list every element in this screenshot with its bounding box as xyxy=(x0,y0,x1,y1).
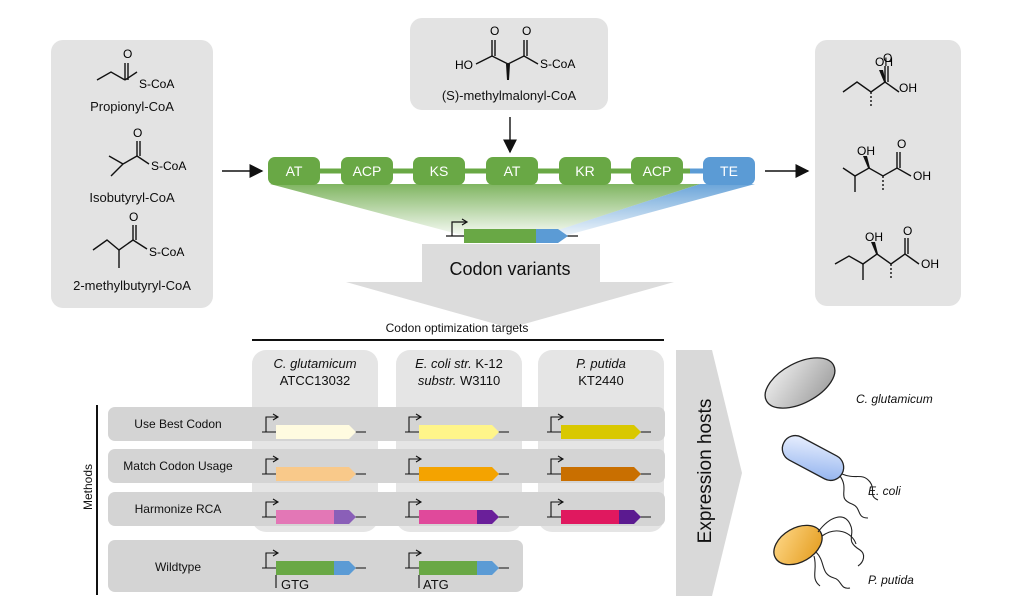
pks-domain-acp: ACP xyxy=(631,157,683,185)
host-label: P. putida xyxy=(868,573,914,587)
promoter-arrowhead xyxy=(557,413,565,421)
svg-text:O: O xyxy=(522,24,531,38)
best-codon-gene-cds xyxy=(276,425,356,439)
harmonize-gene-cds xyxy=(477,510,499,524)
promoter-arrow xyxy=(265,501,277,517)
promoter-arrow xyxy=(550,501,562,517)
method-label: Match Codon Usage xyxy=(123,459,233,473)
pks-domain-ks: KS xyxy=(413,157,465,185)
coa-group: S-CoA xyxy=(139,77,174,91)
product-oh: OH xyxy=(875,55,893,69)
projection-fan xyxy=(270,184,700,236)
pks-domain-te: TE xyxy=(703,157,755,185)
match-codon-gene-cds xyxy=(561,467,641,481)
target-header: P. putida KT2440 xyxy=(576,356,626,388)
promoter-arrow xyxy=(265,416,277,432)
promoter-arrowhead xyxy=(415,549,423,557)
projection-fan-te xyxy=(540,184,755,236)
promoter-arrowhead xyxy=(272,413,280,421)
promoter-arrowhead xyxy=(557,498,565,506)
promoter-arrowhead xyxy=(272,549,280,557)
promoter-arrow xyxy=(408,416,420,432)
promoter-arrow xyxy=(550,458,562,474)
substrates-panel xyxy=(51,40,213,308)
hydroxyl-label: HO xyxy=(455,58,473,72)
product-oh: OH xyxy=(857,144,875,158)
host-label: C. glutamicum xyxy=(856,392,933,406)
coa-group: S-CoA xyxy=(151,159,186,173)
promoter-arrowhead xyxy=(415,455,423,463)
target-header: C. glutamicum ATCC13032 xyxy=(273,356,357,388)
start-codon-label: GTG xyxy=(281,577,310,592)
pks-domain-acp: ACP xyxy=(341,157,393,185)
carbonyl-o: O xyxy=(129,210,138,224)
pks-module-graphic xyxy=(222,117,810,328)
wildtype-gene-cds xyxy=(276,561,334,575)
promoter-arrowhead xyxy=(272,498,280,506)
method-label: Harmonize RCA xyxy=(134,502,222,516)
harmonize-gene-cds xyxy=(334,510,356,524)
wildtype-gene-cds xyxy=(419,561,477,575)
wildtype-gene-cds xyxy=(477,561,499,575)
harmonize-gene-cds xyxy=(561,510,619,524)
pputida-cell xyxy=(773,524,823,566)
wildtype-gene-cds xyxy=(334,561,356,575)
product-oh: OH xyxy=(899,81,917,95)
promoter-arrow xyxy=(408,458,420,474)
best-codon-gene-cds xyxy=(561,425,641,439)
svg-text:O: O xyxy=(897,137,906,151)
promoter-arrow xyxy=(265,458,277,474)
promoter-arrow xyxy=(408,552,420,568)
match-codon-gene-cds xyxy=(276,467,356,481)
svg-text:O: O xyxy=(883,51,892,65)
cglutamicum-cell xyxy=(764,357,836,409)
match-codon-gene-cds xyxy=(419,467,499,481)
ecoli-cell xyxy=(781,434,845,482)
pks-domain-at: AT xyxy=(486,157,538,185)
gene-constructs xyxy=(262,413,651,588)
methods-rule xyxy=(96,405,98,595)
product-oh: OH xyxy=(865,230,883,244)
product-oh: OH xyxy=(913,169,931,183)
host-label: E. coli xyxy=(868,484,901,498)
targets-rule xyxy=(252,339,664,341)
promoter-arrow xyxy=(408,501,420,517)
promoter-arrow xyxy=(550,416,562,432)
promoter-arrowhead xyxy=(557,455,565,463)
carbonyl-o: O xyxy=(123,47,132,61)
codon-variants-arrow xyxy=(346,244,674,328)
start-codon-label: ATG xyxy=(423,577,449,592)
targets-title: Codon optimization targets xyxy=(385,321,529,335)
promoter-arrowhead xyxy=(415,498,423,506)
promoter-arrowhead xyxy=(415,413,423,421)
promoter-arrowhead xyxy=(272,455,280,463)
substrate-label: Propionyl-CoA xyxy=(90,99,174,114)
coa-group: S-CoA xyxy=(149,245,184,259)
target-header: E. coli str. K-12 substr. W3110 xyxy=(415,356,503,388)
extender-structure: O O HO S-CoA xyxy=(455,24,575,80)
codon-variants-label: Codon variants xyxy=(449,259,571,279)
best-codon-gene-cds xyxy=(419,425,499,439)
expression-hosts-arrow xyxy=(676,350,742,596)
harmonize-gene-cds xyxy=(619,510,641,524)
expression-hosts-label: Expression hosts xyxy=(695,398,716,544)
pks-domain-at: AT xyxy=(268,157,320,185)
coa-group: S-CoA xyxy=(540,57,575,71)
host-cells xyxy=(764,357,879,589)
wildtype-label: Wildtype xyxy=(154,560,201,574)
substrate-label: 2-methylbutyryl-CoA xyxy=(73,278,191,293)
svg-text:O: O xyxy=(490,24,499,38)
product-structures: OH O OH OH O OH OH O OH xyxy=(834,51,939,280)
extender-label: (S)-methylmalonyl-CoA xyxy=(441,88,577,103)
substrate-structures: O O O S-CoA S-CoA S-CoA xyxy=(92,47,186,268)
promoter-arrow xyxy=(265,552,277,568)
harmonize-gene-cds xyxy=(276,510,334,524)
svg-text:O: O xyxy=(903,224,912,238)
harmonize-gene-cds xyxy=(419,510,477,524)
substrate-label: Isobutyryl-CoA xyxy=(89,190,175,205)
method-label: Use Best Codon xyxy=(134,417,222,431)
product-oh: OH xyxy=(921,257,939,271)
carbonyl-o: O xyxy=(133,126,142,140)
pks-domain-kr: KR xyxy=(559,157,611,185)
